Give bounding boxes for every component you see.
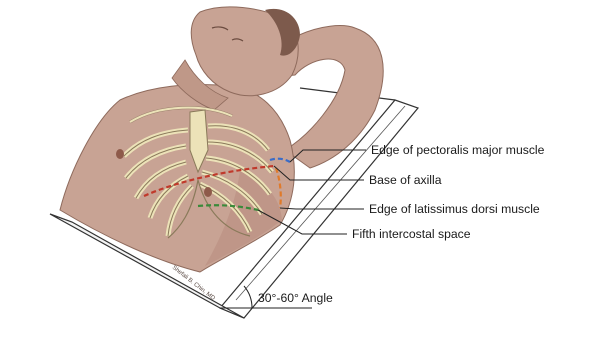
nipple-left	[116, 149, 124, 159]
label-intercostal: Fifth intercostal space	[352, 227, 471, 241]
nipple-right	[204, 187, 212, 197]
patient-body	[60, 7, 383, 272]
label-pectoralis: Edge of pectoralis major muscle	[371, 143, 545, 157]
label-angle: 30°-60° Angle	[258, 291, 333, 305]
label-axilla: Base of axilla	[369, 173, 442, 187]
label-latissimus: Edge of latissimus dorsi muscle	[369, 202, 540, 216]
